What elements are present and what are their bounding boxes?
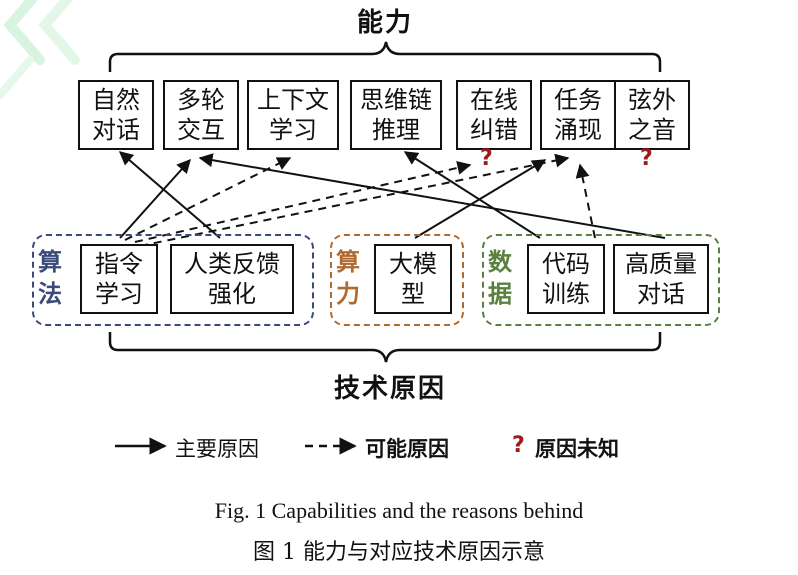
group-label-char2: 法 xyxy=(38,280,62,308)
capability-line2: 之音 xyxy=(628,116,676,144)
caption-english: Fig. 1 Capabilities and the reasons behi… xyxy=(214,498,584,523)
group-label-char2: 力 xyxy=(336,280,360,308)
algorithm-group xyxy=(32,234,314,326)
capability-line1: 在线 xyxy=(470,86,518,114)
capability-line2: 学习 xyxy=(269,116,317,144)
reason-line2: 对话 xyxy=(637,280,685,308)
capability-line1: 弦外 xyxy=(628,86,676,114)
reason-box-code: 代码 训练 xyxy=(527,244,605,314)
capability-line2: 涌现 xyxy=(554,116,602,144)
dashed-arrow-hq-dialog-to-emergence xyxy=(575,163,596,239)
arrow-hq-dialog-to-multi-turn xyxy=(198,153,666,239)
capability-box-online-fix: 在线 纠错 xyxy=(456,80,532,150)
reason-line2: 学习 xyxy=(95,280,143,308)
group-label-char2: 据 xyxy=(488,280,512,308)
capability-box-emergence: 任务 涌现 xyxy=(540,80,616,150)
capability-line2: 推理 xyxy=(372,116,420,144)
reasons-brace xyxy=(108,332,662,363)
capability-box-nat-dialog: 自然 对话 xyxy=(78,80,154,150)
arrow-code-to-cot xyxy=(403,151,541,239)
legend-unknown-icon: ? xyxy=(512,433,525,458)
capability-line1: 任务 xyxy=(554,86,602,114)
reason-line2: 强化 xyxy=(208,280,256,308)
capability-box-subtext: 弦外 之音 xyxy=(614,80,690,150)
reason-line1: 大模 xyxy=(389,250,437,278)
capability-box-multi-turn: 多轮 交互 xyxy=(163,80,239,150)
capability-line1: 多轮 xyxy=(177,86,225,114)
group-label-char1: 算 xyxy=(38,248,62,276)
arrow-instruct-to-multi-turn xyxy=(119,158,191,239)
reason-box-rlhf: 人类反馈 强化 xyxy=(170,244,294,314)
legend-unknown-label: 原因未知 xyxy=(535,437,619,461)
capability-line1: 自然 xyxy=(92,86,140,114)
reason-line1: 代码 xyxy=(542,250,590,278)
reason-box-instruct: 指令 学习 xyxy=(80,244,158,314)
compute-group-label: 算 力 xyxy=(336,246,360,310)
reason-line2: 型 xyxy=(401,280,425,308)
background-decoration xyxy=(0,0,80,99)
reason-line1: 高质量 xyxy=(625,250,697,278)
dashed-arrow-instruct-to-emergence xyxy=(139,153,570,247)
data-group-label: 数 据 xyxy=(488,246,512,310)
capability-box-cot: 思维链 推理 xyxy=(350,80,442,150)
unknown-mark-online-fix: ? xyxy=(480,146,493,171)
capabilities-brace xyxy=(108,41,662,72)
capability-line2: 交互 xyxy=(177,116,225,144)
reason-box-hq-dialog: 高质量 对话 xyxy=(613,244,709,314)
reasons-title: 技术原因 xyxy=(333,374,446,404)
algorithm-group-label: 算 法 xyxy=(38,246,62,310)
data-group xyxy=(482,234,720,326)
capability-line1: 上下文 xyxy=(257,86,329,114)
capability-box-in-context: 上下文 学习 xyxy=(247,80,339,150)
caption-chinese: 图 1 能力与对应技术原因示意 xyxy=(253,540,545,565)
reason-box-big-model: 大模 型 xyxy=(374,244,452,314)
legend-main-label: 主要原因 xyxy=(175,437,259,461)
dashed-arrow-instruct-to-online-fix xyxy=(134,161,472,243)
capability-line2: 纠错 xyxy=(470,116,518,144)
capability-line2: 对话 xyxy=(92,116,140,144)
legend-possible-label: 可能原因 xyxy=(365,437,449,461)
reason-line1: 人类反馈 xyxy=(184,250,280,278)
compute-group xyxy=(330,234,464,326)
capability-line1: 思维链 xyxy=(360,86,432,114)
group-label-char1: 算 xyxy=(336,248,360,276)
dashed-arrow-instruct-to-in-context xyxy=(124,157,292,241)
reason-line2: 训练 xyxy=(542,280,590,308)
unknown-mark-subtext: ? xyxy=(640,146,653,171)
group-label-char1: 数 xyxy=(488,248,512,276)
capabilities-title: 能力 xyxy=(356,8,413,38)
reason-line1: 指令 xyxy=(95,250,143,278)
arrow-rlhf-to-nat-dialog xyxy=(118,151,221,239)
